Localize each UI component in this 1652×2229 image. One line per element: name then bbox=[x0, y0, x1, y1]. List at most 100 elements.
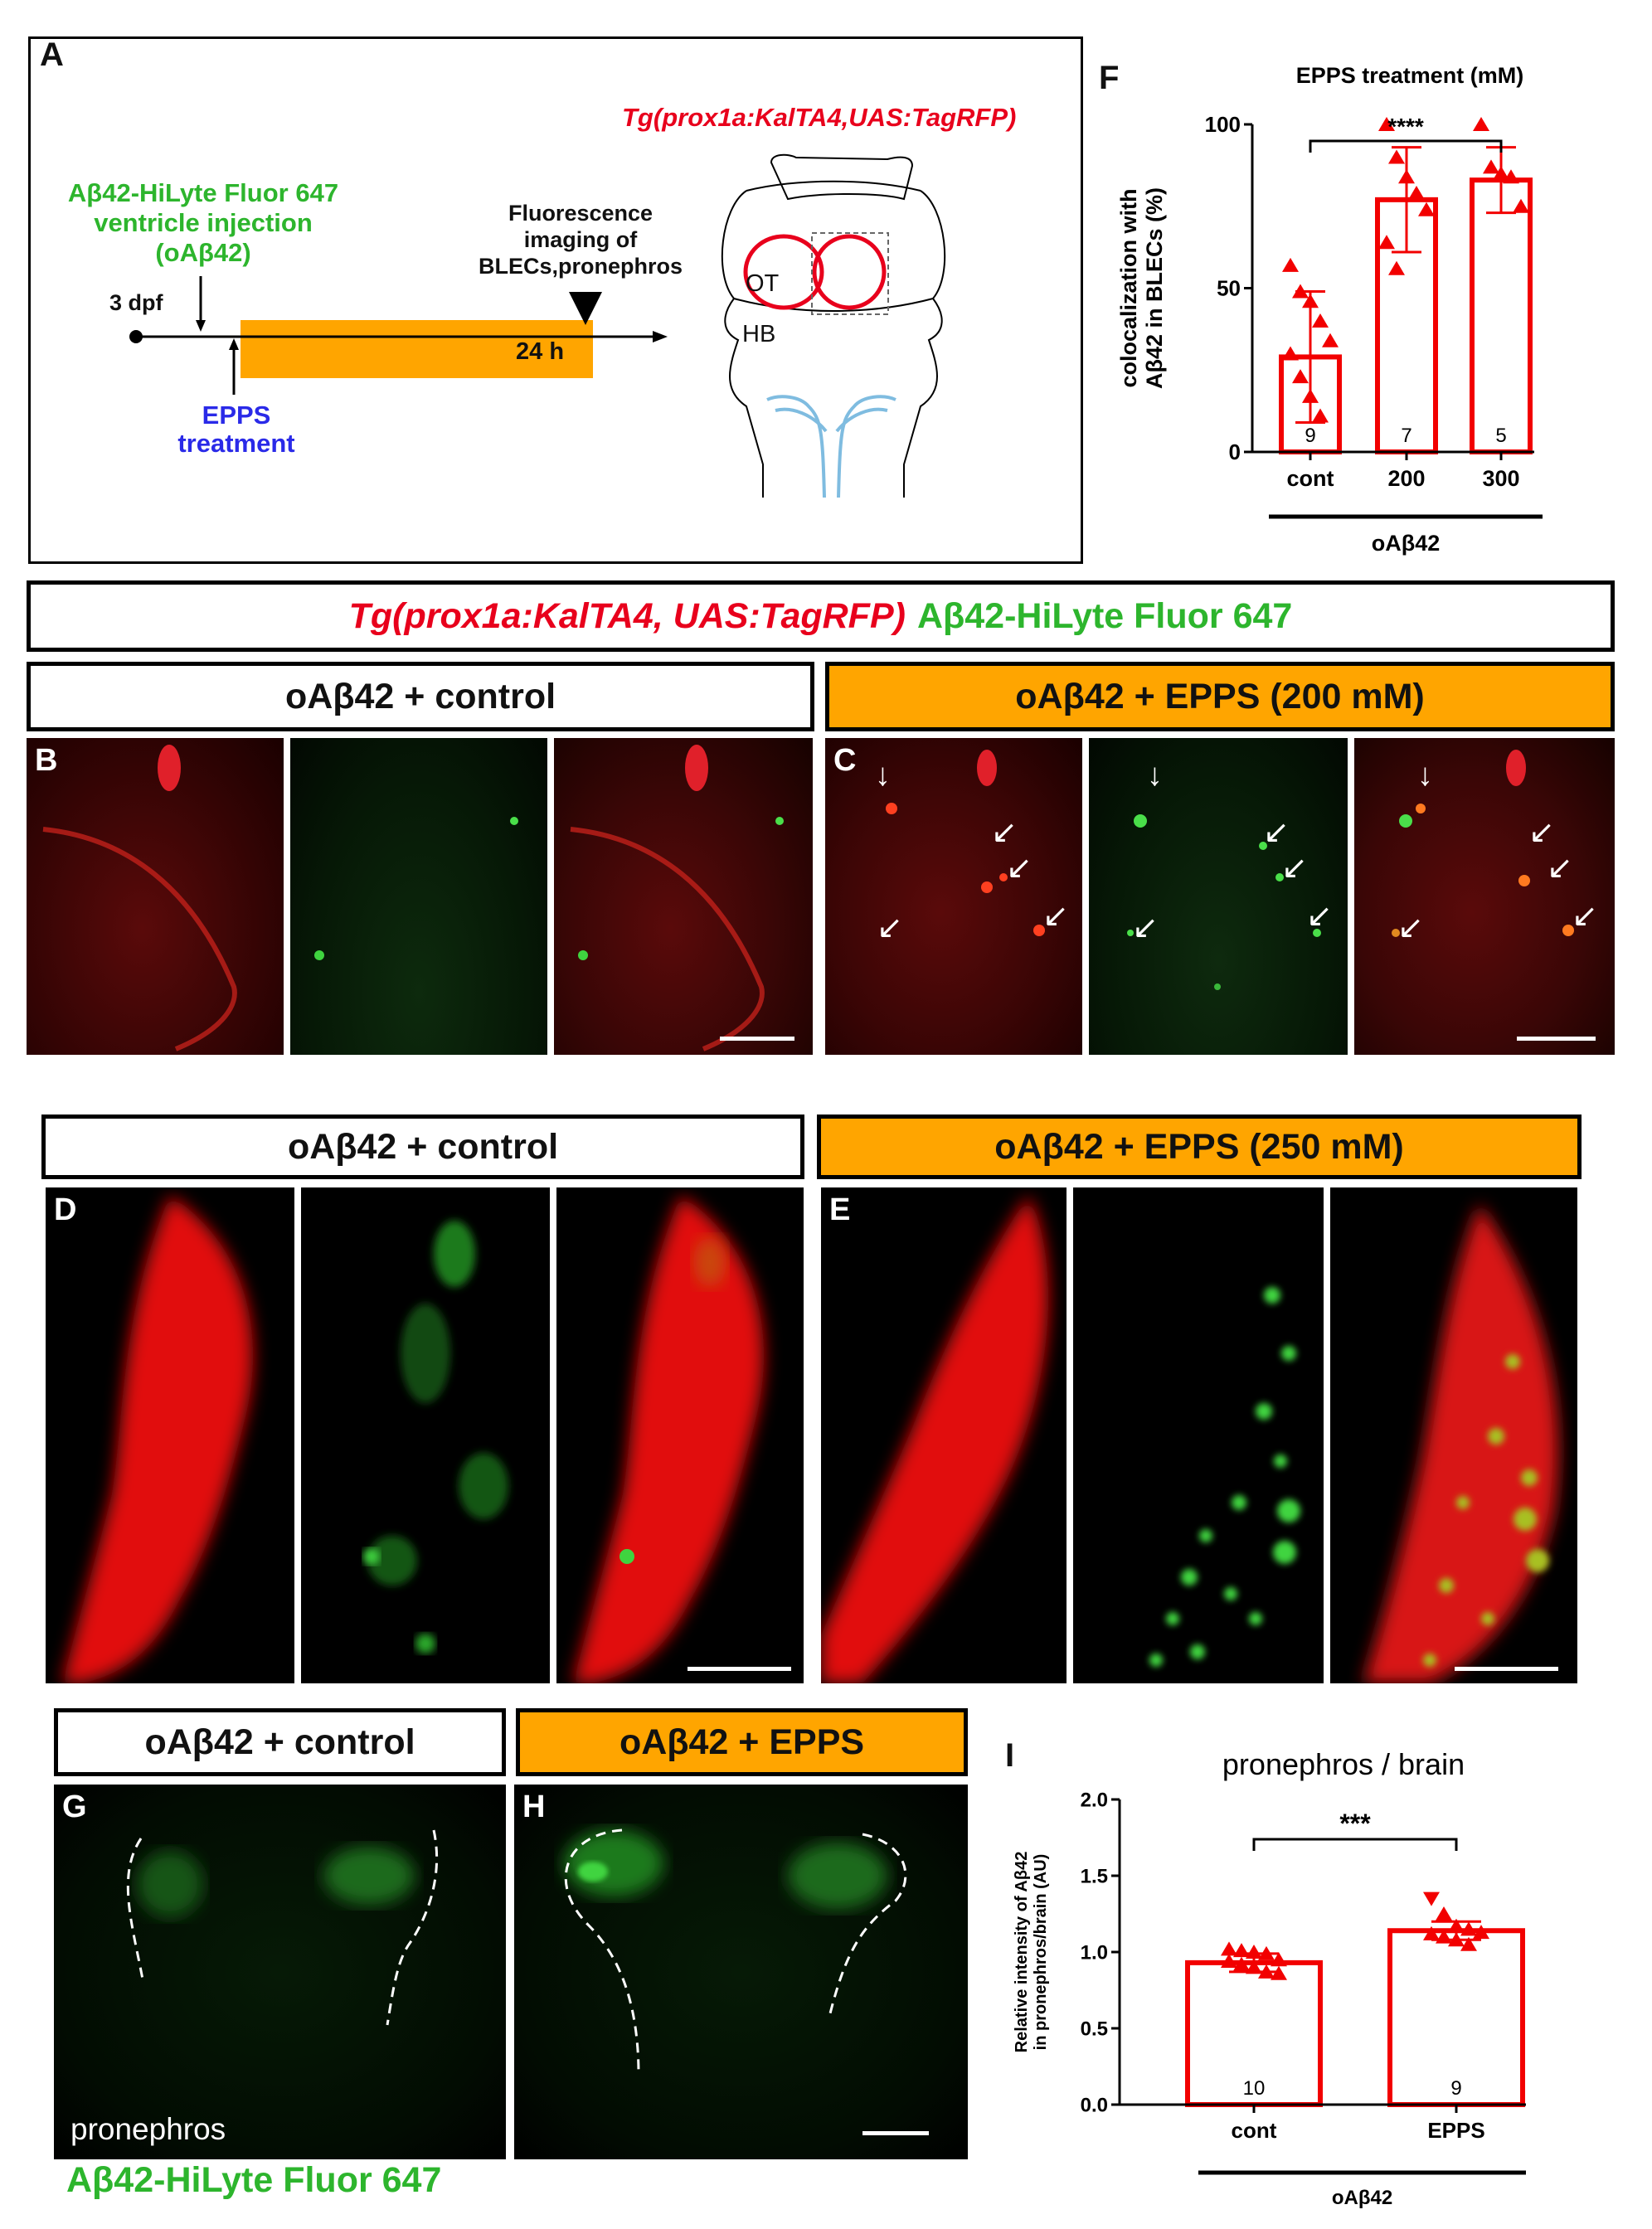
image-c-red-structures bbox=[886, 750, 1045, 936]
legend-green-fluor: Aβ42-HiLyte Fluor 647 bbox=[916, 595, 1293, 636]
image-c-merge: ↓ ↙ ↙ ↙ ↙ bbox=[1354, 738, 1615, 1055]
imaging-text: Fluorescence imaging of BLECs,pronephros bbox=[464, 200, 697, 279]
data-point bbox=[1282, 257, 1299, 272]
data-point bbox=[1378, 235, 1395, 250]
hb-label: HB bbox=[742, 321, 776, 347]
chart-f: EPPS treatment (mM)colocalization withAβ… bbox=[1116, 63, 1543, 556]
data-point bbox=[1436, 1906, 1452, 1921]
image-e-merge-cell bbox=[1363, 1204, 1559, 1683]
data-point bbox=[1398, 169, 1415, 184]
scale-bar-c bbox=[1517, 1037, 1596, 1041]
data-point bbox=[1388, 260, 1405, 275]
data-point bbox=[1292, 369, 1309, 384]
imaging-region-box bbox=[811, 232, 889, 315]
y-tick-label: 0.5 bbox=[1081, 2018, 1108, 2040]
panel-h-label: H bbox=[522, 1790, 546, 1824]
x-tick-label: cont bbox=[1287, 466, 1334, 491]
imaging-line-2: imaging of bbox=[523, 227, 638, 252]
panel-b-label: B bbox=[35, 743, 58, 778]
data-point bbox=[1246, 1945, 1262, 1959]
arrow-c-green-1: ↓ bbox=[1147, 758, 1163, 793]
y-tick-label: 1.5 bbox=[1081, 1865, 1108, 1887]
group-label: oAβ42 bbox=[1332, 2187, 1392, 2209]
panel-d-label: D bbox=[54, 1192, 77, 1227]
header-b-control: oAβ42 + control bbox=[27, 662, 814, 731]
injection-arrow bbox=[196, 276, 206, 332]
significance-label: **** bbox=[1387, 114, 1424, 139]
image-d-merge bbox=[556, 1187, 804, 1683]
header-c-epps: oAβ42 + EPPS (200 mM) bbox=[825, 662, 1615, 731]
y-tick-label: 0.0 bbox=[1081, 2094, 1108, 2116]
significance-bracket bbox=[1309, 139, 1503, 153]
significance-bracket bbox=[1252, 1838, 1458, 1851]
imaging-line-3: BLECs,pronephros bbox=[478, 254, 683, 279]
image-d-red: D bbox=[46, 1187, 294, 1683]
arrow-c-red-1: ↓ bbox=[875, 758, 891, 793]
image-d-green-puncta bbox=[363, 1221, 508, 1654]
injection-line-2: ventricle injection bbox=[94, 208, 313, 237]
image-h-pronephros: H bbox=[514, 1785, 968, 2159]
image-c-red: C ↓ ↙ ↙ ↙ ↙ bbox=[825, 738, 1082, 1055]
arrow-c-green-2: ↙ bbox=[1263, 815, 1290, 850]
data-point bbox=[1408, 185, 1425, 200]
data-point bbox=[1292, 284, 1309, 299]
y-axis-label: colocalization withAβ42 in BLECs (%) bbox=[1116, 187, 1167, 389]
image-g-pronephros: G pronephros bbox=[54, 1785, 506, 2159]
data-point bbox=[1302, 294, 1319, 308]
image-g-outlines bbox=[126, 1829, 439, 2026]
treatment-duration-bar bbox=[241, 320, 593, 378]
image-b-merge bbox=[554, 738, 813, 1055]
x-tick-label: 300 bbox=[1482, 466, 1519, 491]
data-point bbox=[1258, 1964, 1275, 1979]
header-d-control: oAβ42 + control bbox=[41, 1114, 804, 1179]
transgenic-line-label: Tg(prox1a:KalTA4,UAS:TagRFP) bbox=[622, 103, 1017, 132]
y-tick-label: 1.0 bbox=[1081, 1941, 1108, 1964]
optic-tectum-left-outline bbox=[743, 234, 824, 310]
data-point bbox=[1221, 1954, 1237, 1969]
n-label: 5 bbox=[1495, 425, 1506, 447]
scale-bar-e bbox=[1455, 1667, 1558, 1671]
data-point bbox=[1221, 1941, 1237, 1956]
chart-title: pronephros / brain bbox=[1222, 1747, 1465, 1781]
image-b-merge-structures bbox=[570, 745, 784, 1051]
image-e-green bbox=[1073, 1187, 1324, 1683]
x-tick-label: cont bbox=[1232, 2118, 1277, 2143]
arrow-c-green-5: ↙ bbox=[1132, 911, 1159, 945]
data-point bbox=[1513, 198, 1529, 213]
treatment-line-2: treatment bbox=[177, 429, 295, 458]
data-point bbox=[1448, 1918, 1465, 1933]
ot-label: OT bbox=[746, 270, 780, 297]
data-point bbox=[1460, 1921, 1477, 1936]
pronephros-label: pronephros bbox=[70, 2112, 226, 2146]
data-point bbox=[1233, 1956, 1250, 1971]
image-b-red-structures bbox=[42, 745, 237, 1051]
image-h-outlines bbox=[564, 1828, 907, 2076]
optic-tectum-right-outline bbox=[812, 234, 887, 310]
data-point bbox=[1282, 346, 1299, 361]
scale-bar-d bbox=[688, 1667, 791, 1671]
data-point bbox=[1503, 169, 1519, 184]
treatment-arrow bbox=[229, 338, 239, 395]
group-label: oAβ42 bbox=[1372, 531, 1441, 556]
legend-red-transgenic: Tg(prox1a:KalTA4, UAS:TagRFP) bbox=[348, 595, 906, 636]
data-point bbox=[1473, 117, 1489, 131]
n-label: 9 bbox=[1305, 425, 1315, 447]
data-point bbox=[1312, 313, 1329, 328]
arrow-c-merge-5: ↙ bbox=[1397, 911, 1424, 945]
data-point bbox=[1448, 1932, 1465, 1947]
bar bbox=[1185, 1959, 1323, 2107]
n-label: 9 bbox=[1450, 2077, 1461, 2100]
image-b-green-puncta bbox=[314, 817, 518, 960]
x-tick-label: 200 bbox=[1387, 466, 1425, 491]
data-point bbox=[1423, 1925, 1440, 1940]
image-e-green-puncta bbox=[1149, 1287, 1300, 1667]
arrow-c-red-2: ↙ bbox=[991, 815, 1018, 850]
panel-c-label: C bbox=[833, 743, 857, 778]
data-point bbox=[1423, 1891, 1440, 1906]
y-tick-label: 0 bbox=[1229, 439, 1241, 464]
zebrafish-larva-drawing bbox=[721, 153, 946, 498]
panel-a-label: A bbox=[40, 36, 64, 73]
injection-line-3: (oAβ42) bbox=[155, 238, 251, 267]
scale-bar-h bbox=[862, 2131, 929, 2135]
